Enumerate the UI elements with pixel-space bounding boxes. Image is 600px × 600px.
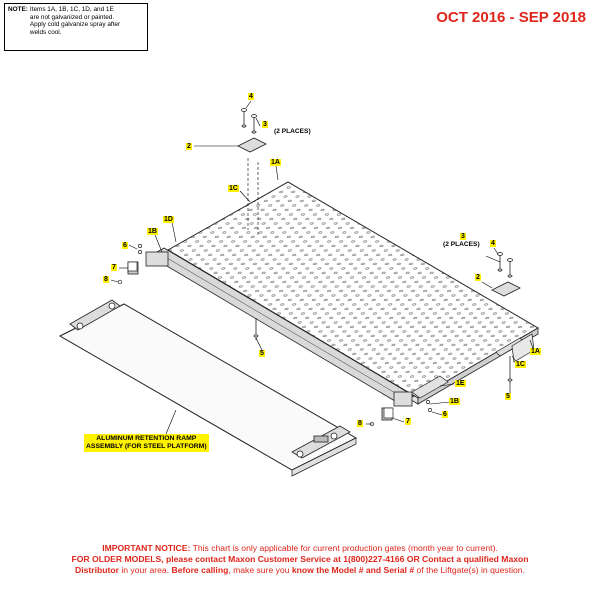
bolts-bottom-left [253,318,259,340]
note-label: NOTE: [8,6,28,13]
notice-model-serial: know the Model # and Serial # [291,565,415,575]
bolts-top [241,108,257,134]
bolts-right [497,252,513,278]
notice-text: in your area. [118,565,172,575]
note-line: Items 1A, 1B, 1C, 1D, and 1E [29,6,114,13]
tube-line [156,251,408,401]
ramp-edge [291,437,357,477]
notice-text: of the Liftgate(s) in question. [414,565,525,575]
notice-line-1: This chart is only applicable for curren… [190,543,498,553]
date-range: OCT 2016 - SEP 2018 [436,9,586,26]
note-line: Apply cold galvanize spray after [29,21,121,29]
note-box: NOTE: Items 1A, 1B, 1C, 1D, and 1E are n… [4,3,148,51]
shim-plate-right [491,281,521,297]
fasteners-left [117,244,142,285]
notice-distributor: Distributor [75,565,119,575]
notice-heading: IMPORTANT NOTICE: [102,543,191,553]
ramp-hinge-right [291,425,351,459]
notice-line-2: FOR OLDER MODELS, please contact Maxon C… [71,554,529,564]
notice-before-calling: Before calling [171,565,229,575]
notice-text: , make sure you [228,565,292,575]
parts-diagram [58,100,539,477]
note-line: welds cool. [29,28,62,36]
shim-plate-top [237,137,267,153]
important-notice: IMPORTANT NOTICE: This chart is only app… [30,543,570,576]
note-line: are not galvanized or painted. [29,13,115,21]
bolts-bottom-right [507,356,513,384]
ramp-hinge-left [69,299,121,331]
